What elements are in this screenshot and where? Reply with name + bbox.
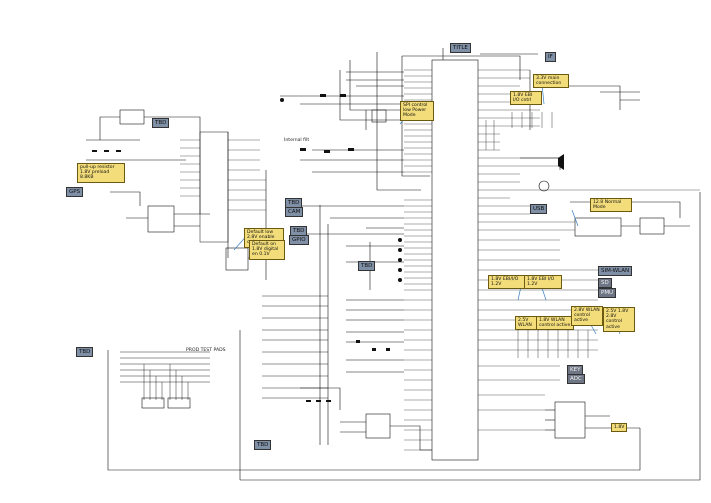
section-title: PROD TEST PADS: [186, 348, 226, 353]
port-tag: IF: [545, 52, 556, 62]
port-tag: TBD: [254, 440, 272, 450]
annotation-note: 3.3V main connection: [533, 74, 569, 89]
port-tag: TBD: [76, 347, 94, 357]
annotation-note: 2.8V WLAN control active: [571, 306, 603, 326]
annotation-note: 1.8V EBI I/O cntrl: [510, 91, 542, 106]
port-tag: GPS: [66, 187, 84, 197]
internal-filter-label: Internal filt: [284, 138, 310, 143]
port-tag: CAM: [285, 207, 304, 217]
port-tag: GPIO: [289, 235, 309, 245]
port-tag: TBD: [152, 118, 170, 128]
annotation-note: 1.8V WLAN control active: [536, 316, 574, 331]
annotation-note: 1.8V: [611, 423, 627, 433]
component-glyphs: [92, 94, 564, 402]
port-tag: TBD: [358, 261, 376, 271]
annotation-note: 2.5V 1.8V 2.8V control active: [603, 307, 635, 332]
annotation-note: Default on 1.8V digital en 0.1V: [249, 240, 285, 260]
schematic-wires: [86, 48, 701, 481]
port-tag: SIM-WLAN: [598, 266, 633, 276]
annotation-note: 1.8V EBI/I/O 1.2V: [488, 275, 528, 290]
port-tag: SD: [598, 278, 612, 288]
port-tag: PMU: [598, 288, 617, 298]
port-tag: ADC: [567, 374, 585, 384]
annotation-note: pull-up resistor 1.8V preload 8.8KB: [77, 163, 125, 183]
sheet-title-tag: TITLE: [450, 43, 471, 53]
annotation-note: SPI control low Power Mode: [400, 101, 434, 121]
port-tag: USB: [530, 204, 548, 214]
annotation-note: 12.8 Normal Mode: [590, 198, 632, 213]
annotation-note: 1.8V EBI I/O 1.2V: [524, 275, 562, 290]
